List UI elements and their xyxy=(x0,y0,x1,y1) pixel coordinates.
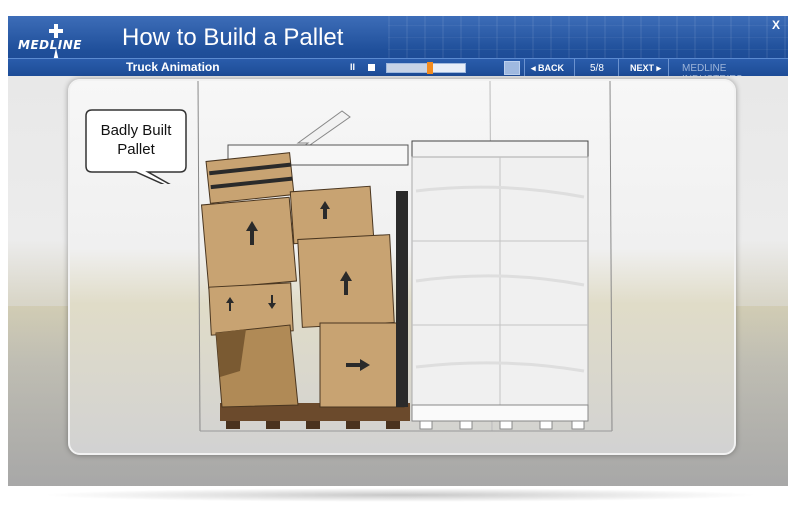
next-button[interactable]: NEXT ▸ xyxy=(630,63,662,73)
divider xyxy=(618,59,619,77)
header-bar: MEDLINE How to Build a Pallet X Truck An… xyxy=(8,16,788,85)
logo-text: MEDLINE xyxy=(18,38,82,52)
animation-panel xyxy=(68,79,736,455)
back-button[interactable]: ◂ BACK xyxy=(531,63,565,73)
truck-pallet-illustration xyxy=(197,81,613,432)
control-bar: Truck Animation II ◂ BACK 5/8 NEXT ▸ MED… xyxy=(8,58,788,85)
page-title: How to Build a Pallet xyxy=(122,24,344,51)
replay-icon[interactable] xyxy=(504,61,520,75)
slide-counter: 5/8 xyxy=(590,63,604,74)
progress-slider[interactable] xyxy=(386,62,466,74)
pause-button[interactable]: II xyxy=(350,62,356,72)
divider xyxy=(668,59,669,77)
section-subtitle: Truck Animation xyxy=(126,60,220,74)
progress-thumb[interactable] xyxy=(426,62,433,74)
callout-bubble xyxy=(85,109,187,184)
stop-button[interactable] xyxy=(368,64,375,71)
progress-fill xyxy=(387,64,430,72)
divider xyxy=(524,59,525,77)
callout-label: Badly Built Pallet xyxy=(100,122,172,158)
player-shadow xyxy=(40,488,760,502)
close-button[interactable]: X xyxy=(772,18,781,32)
divider xyxy=(574,59,575,77)
